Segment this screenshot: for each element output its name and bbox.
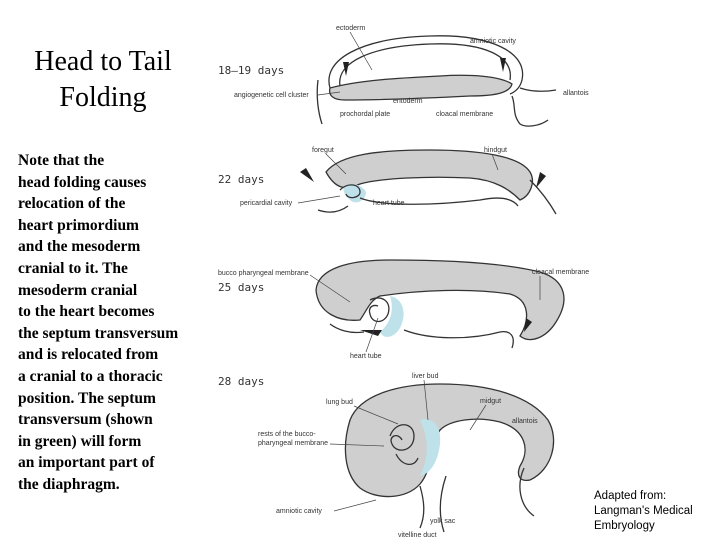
- fold-arrow-caudal: [536, 172, 546, 188]
- label-cloacal-membrane: cloacal membrane: [532, 269, 589, 276]
- label-foregut: foregut: [312, 147, 334, 154]
- fold-arrow-caudal: [500, 58, 506, 72]
- label-entoderm: entoderm: [393, 98, 423, 105]
- septum-transversum: [343, 184, 366, 203]
- label-yolk-sac: yolk sac: [430, 518, 456, 525]
- body-line: cranial to it. The: [18, 259, 128, 277]
- body-line: transversum (shown: [18, 411, 153, 429]
- heart-loop: [389, 424, 419, 465]
- label-prochordal-plate: prochordal plate: [340, 111, 390, 118]
- embryo-body: [325, 149, 534, 201]
- label-ectoderm: ectoderm: [336, 25, 365, 32]
- fold-arrow-cranial: [360, 330, 382, 336]
- leader-line: [365, 317, 379, 353]
- label-allantois: allantois: [563, 90, 589, 97]
- yolk-sac-wall: [316, 79, 549, 127]
- body-line: and is relocated from: [18, 346, 159, 364]
- septum-transversum: [420, 419, 441, 476]
- credit-line: Adapted from:: [594, 490, 667, 502]
- title-line-2: Folding: [59, 82, 147, 113]
- stage-day-label: 28 days: [218, 375, 264, 388]
- embryonic-disc: [328, 74, 513, 101]
- credit-line: Embryology: [594, 520, 655, 532]
- label-heart-tube: heart tube: [350, 353, 382, 360]
- label-amniotic-cavity: amniotic cavity: [276, 508, 322, 515]
- leader-line: [329, 443, 385, 447]
- body-line: Note that the: [18, 152, 105, 169]
- credit-line: Langman's Medical: [594, 505, 693, 517]
- yolk-sac-outline: [419, 475, 447, 533]
- yolk-sac-outline: [317, 197, 519, 213]
- leader-line: [423, 379, 429, 421]
- body-line: and the mesoderm: [18, 238, 141, 256]
- body-line: in green) will form: [18, 432, 142, 450]
- fold-arrow-caudal: [524, 318, 532, 332]
- body-line: position. The septum: [18, 389, 156, 407]
- leader-line: [297, 195, 341, 204]
- body-text: Note that the head folding causes reloca…: [18, 150, 218, 496]
- heart-tube: [339, 184, 361, 199]
- embryo-body: [315, 259, 565, 341]
- source-credit: Adapted from: Langman's Medical Embryolo…: [594, 489, 693, 534]
- label-heart-tube: heart tube: [373, 200, 405, 207]
- label-rests-line-2: pharyngeal membrane: [258, 440, 328, 447]
- allantois-outline: [519, 467, 535, 517]
- body-line: relocation of the: [18, 195, 126, 213]
- allantois-outline: [529, 179, 557, 215]
- label-angiogenetic: angiogenetic cell cluster: [234, 92, 309, 99]
- body-line: the septum transversum: [18, 324, 179, 342]
- body-line: to the heart becomes: [18, 303, 155, 321]
- stage-25-days: 25 days bucco pharyngeal membrane cloaca…: [218, 259, 589, 360]
- label-midgut: midgut: [480, 398, 501, 405]
- leader-line: [469, 404, 487, 431]
- body-line: a cranial to a thoracic: [18, 367, 163, 385]
- stage-day-label: 18–19 days: [218, 64, 284, 77]
- body-line: heart primordium: [18, 216, 139, 234]
- heart-tube: [368, 297, 390, 323]
- body-line: the diaphragm.: [18, 475, 120, 493]
- label-pericardial-cavity: pericardial cavity: [240, 200, 293, 207]
- yolk-sac-outline: [329, 323, 514, 349]
- allantois-duct: [519, 87, 557, 92]
- fold-arrow-cranial: [300, 168, 314, 182]
- label-lung-bud: lung bud: [326, 399, 353, 406]
- fold-arrow-cranial: [343, 62, 349, 76]
- body-line: an important part of: [18, 454, 155, 472]
- label-bucco-pharyngeal-membrane: bucco pharyngeal membrane: [218, 270, 309, 277]
- amniotic-cavity-outline: [328, 35, 524, 95]
- septum-transversum: [380, 296, 404, 337]
- label-vitelline-duct: vitelline duct: [398, 532, 437, 539]
- stage-day-label: 25 days: [218, 281, 264, 294]
- stage-22-days: 22 days foregut hindgut pericardial cavi…: [218, 147, 557, 215]
- label-rests-line-1: rests of the bucco-: [258, 431, 316, 438]
- stage-day-label: 22 days: [218, 173, 264, 186]
- leader-line: [325, 153, 347, 175]
- label-hindgut: hindgut: [484, 147, 507, 154]
- label-liver-bud: liver bud: [412, 373, 439, 380]
- label-allantois: allantois: [512, 418, 538, 425]
- body-line: head folding causes: [18, 173, 147, 191]
- stage-28-days: 28 days liver bud lung bud midgut allant…: [218, 373, 555, 539]
- label-cloacal-membrane: cloacal membrane: [436, 111, 493, 118]
- leader-line: [349, 31, 373, 71]
- slide-title: Head to Tail Folding: [8, 44, 198, 116]
- stage-18-19-days: 18–19 days ectoderm amniotic cavity angi…: [218, 25, 589, 127]
- leader-line: [353, 405, 399, 425]
- embryo-body: [344, 383, 555, 498]
- leader-line: [491, 153, 499, 171]
- leader-line: [333, 499, 377, 512]
- title-line-1: Head to Tail: [34, 46, 172, 77]
- label-amniotic-cavity: amniotic cavity: [470, 38, 516, 45]
- leader-line: [317, 91, 341, 96]
- leader-line: [309, 274, 351, 303]
- body-line: mesoderm cranial: [18, 281, 138, 299]
